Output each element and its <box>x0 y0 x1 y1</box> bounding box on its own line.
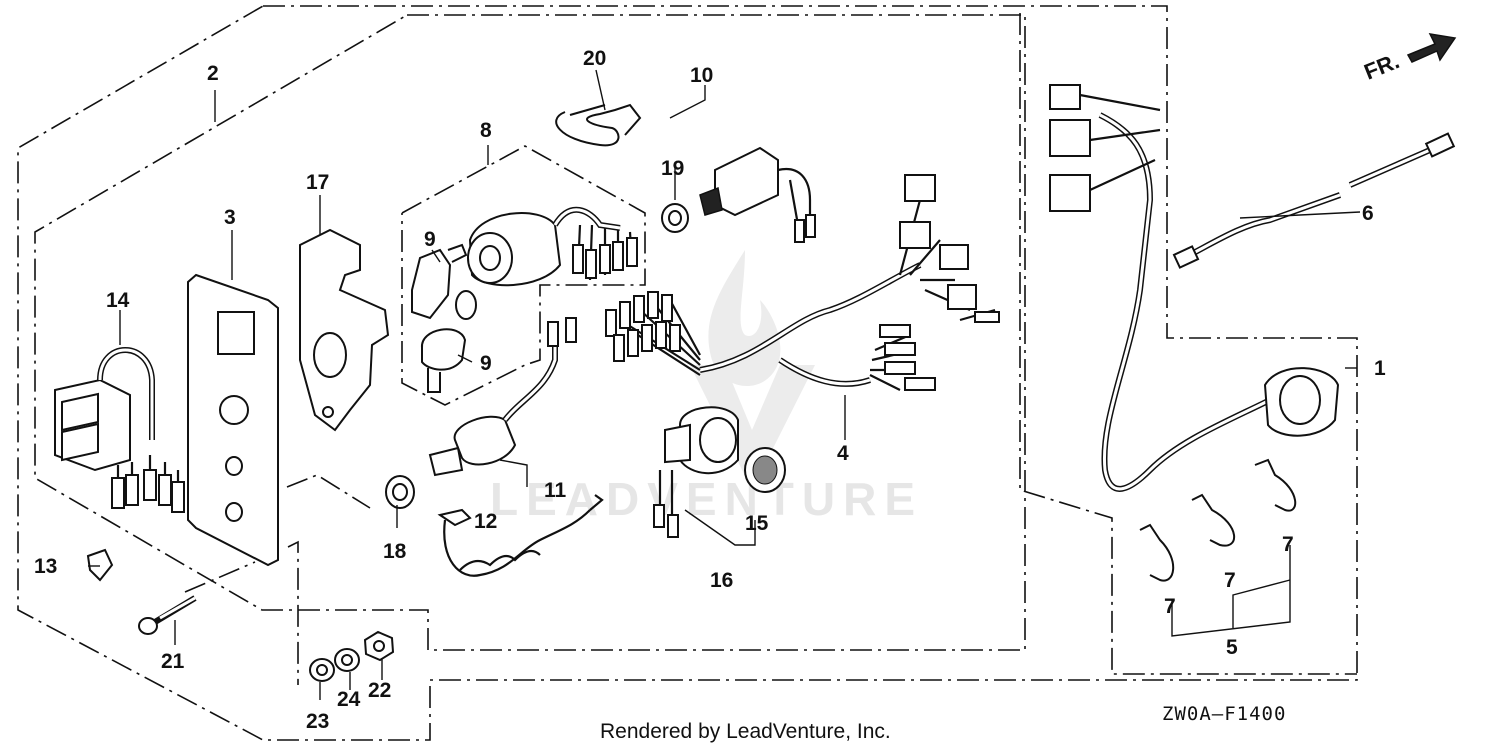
callout-9b: 9 <box>480 352 492 375</box>
watermark: LEADVENTURE <box>490 250 923 525</box>
callout-11: 11 <box>544 479 567 502</box>
boundary-rubber-18 <box>286 474 371 509</box>
diagram-code: ZW0A—F1400 <box>1162 703 1286 725</box>
part-trim-switch <box>54 347 185 513</box>
callout-7a: 7 <box>1164 595 1176 618</box>
boundary-harness-1 <box>1019 13 1357 675</box>
part-buzzer-screen <box>744 447 786 493</box>
boundary-assembly-2 <box>17 5 1358 741</box>
boundary-inner-panel <box>34 14 1026 651</box>
part-key-upper <box>411 243 477 320</box>
front-direction-indicator: FR. <box>1361 33 1457 85</box>
part-panel-plate <box>187 273 279 567</box>
part-clips <box>1139 458 1297 582</box>
part-grommet-18 <box>385 475 415 509</box>
part-secondary-harness <box>1049 84 1340 492</box>
callout-7b: 7 <box>1224 569 1236 592</box>
boundary-bolt-21 <box>184 561 256 593</box>
boundary-switch-8 <box>401 145 646 406</box>
watermark-v-icon <box>690 365 815 490</box>
callout-10: 10 <box>690 64 713 87</box>
front-arrow-icon <box>1406 33 1457 63</box>
part-clip-13 <box>86 548 114 582</box>
callout-5: 5 <box>1226 636 1238 659</box>
part-lanyard-switch <box>428 317 577 477</box>
callout-21: 21 <box>161 650 185 673</box>
callout-14: 14 <box>106 289 130 312</box>
part-lanyard-cord <box>437 494 604 577</box>
part-cable <box>1172 132 1456 269</box>
front-direction-label: FR. <box>1361 48 1403 84</box>
part-cable-tie <box>555 103 642 147</box>
callout-23: 23 <box>306 710 329 733</box>
callout-6: 6 <box>1362 202 1374 225</box>
part-washers-nut <box>309 630 395 682</box>
callout-3: 3 <box>224 206 236 229</box>
part-stop-switch <box>699 146 816 243</box>
callout-18: 18 <box>383 540 407 563</box>
callout-17: 17 <box>306 171 329 194</box>
callout-8: 8 <box>480 119 492 142</box>
boundary-washers <box>287 540 299 685</box>
callout-7c: 7 <box>1282 533 1294 556</box>
part-buzzer <box>653 406 739 538</box>
callout-24: 24 <box>337 688 361 711</box>
callout-16: 16 <box>710 569 733 592</box>
callout-labels: 1 2 3 4 5 6 7 7 7 8 9 9 10 11 12 13 14 1… <box>34 47 1386 733</box>
callout-4: 4 <box>837 442 849 465</box>
callout-22: 22 <box>368 679 391 702</box>
group-boundaries <box>17 5 1358 741</box>
watermark-flame-icon <box>708 250 781 387</box>
part-bolt <box>138 595 197 635</box>
part-main-harness <box>605 174 1000 391</box>
callout-19: 19 <box>661 157 684 180</box>
callout-13: 13 <box>34 555 57 578</box>
part-ignition-switch <box>467 206 638 287</box>
callout-9a: 9 <box>424 228 436 251</box>
callout-1: 1 <box>1374 357 1386 380</box>
part-nut-19 <box>661 203 689 233</box>
watermark-text: LEADVENTURE <box>490 473 923 525</box>
callout-15: 15 <box>745 512 769 535</box>
callout-12: 12 <box>474 510 497 533</box>
callout-20: 20 <box>583 47 606 70</box>
leader-lines <box>88 69 1361 700</box>
part-key-lower <box>420 328 467 393</box>
rendered-by-credit: Rendered by LeadVenture, Inc. <box>600 720 891 743</box>
part-bracket <box>299 228 390 432</box>
callout-2: 2 <box>207 62 219 85</box>
